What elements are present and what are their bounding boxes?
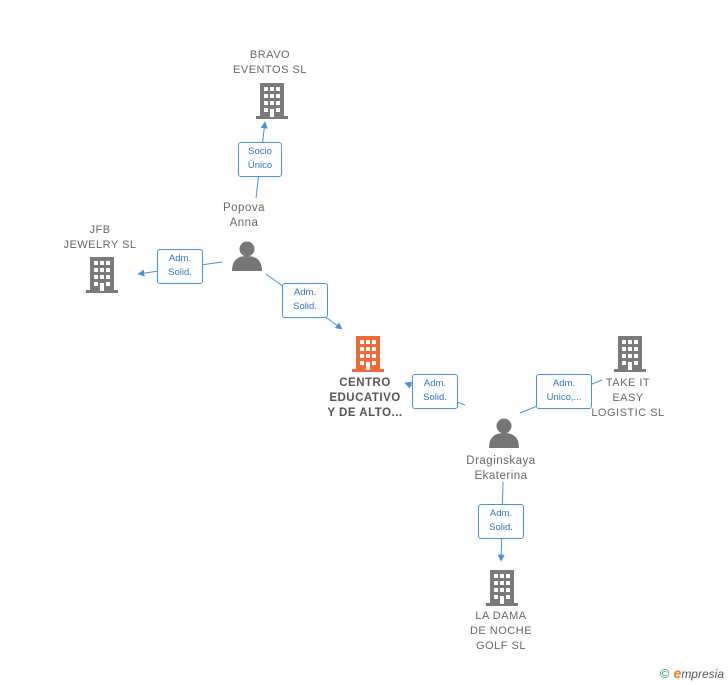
edge-label-popova-jfb: Adm. Solid. [157, 249, 203, 284]
edge-label-draginskaya-ladama: Adm. Solid. [478, 504, 524, 539]
node-label-draginskaya[interactable]: Draginskaya Ekaterina [466, 455, 536, 482]
building-icon-centro[interactable] [352, 336, 384, 372]
node-label-bravo[interactable]: BRAVO EVENTOS SL [233, 49, 307, 76]
edge-label-draginskaya-takeit: Adm. Unico,... [536, 374, 592, 409]
brand-name: mpresia [681, 667, 724, 681]
building-icon-bravo[interactable] [256, 83, 288, 119]
edge-label-popova-centro: Adm. Solid. [282, 283, 328, 318]
node-label-takeit[interactable]: TAKE IT EASY LOGISTIC SL [591, 377, 665, 419]
edge-label-draginskaya-centro: Adm. Solid. [412, 374, 458, 409]
person-icon-popova[interactable] [231, 241, 263, 271]
brand-initial: e [673, 665, 682, 681]
node-label-ladama[interactable]: LA DAMA DE NOCHE GOLF SL [469, 610, 533, 652]
building-icon-takeit[interactable] [614, 336, 646, 372]
node-label-centro[interactable]: CENTRO EDUCATIVO Y DE ALTO... [327, 377, 403, 419]
building-icon-ladama[interactable] [486, 570, 518, 606]
person-icon-draginskaya[interactable] [488, 418, 520, 448]
copyright-symbol: © [659, 666, 670, 681]
edge-label-popova-bravo: Socio Único [238, 142, 282, 177]
node-label-popova[interactable]: Popova Anna [222, 202, 265, 229]
empresia-logo: ©empresia [660, 665, 724, 681]
building-icon-jfb[interactable] [86, 257, 118, 293]
node-label-jfb[interactable]: JFB JEWELRY SL [63, 224, 137, 251]
